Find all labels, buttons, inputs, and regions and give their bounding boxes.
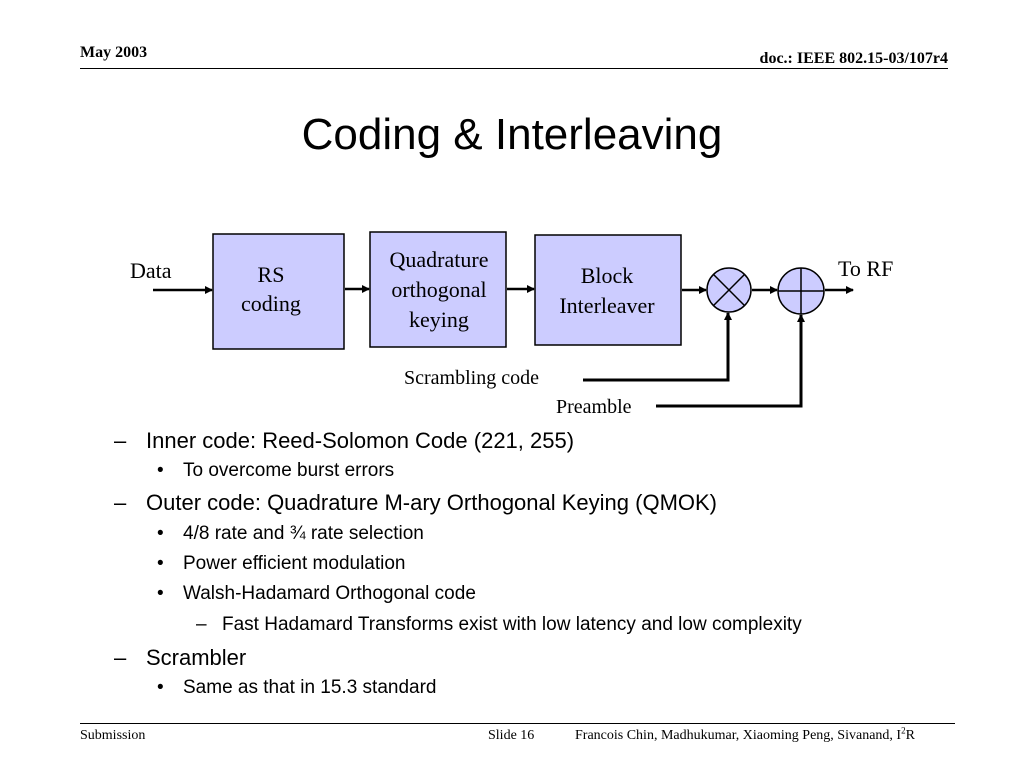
footer-divider (80, 723, 955, 724)
rs-coding-block (212, 233, 345, 350)
bullet-marker: • (157, 523, 164, 544)
list-item: • Walsh-Hadamard Orthogonal code (157, 583, 476, 605)
qok-label-line1: Quadrature (390, 247, 489, 272)
block-interleaver-block (534, 234, 682, 346)
interleaver-label-line2: Interleaver (559, 293, 655, 318)
list-item-text: Same as that in 15.3 standard (183, 677, 437, 698)
header-date: May 2003 (80, 44, 148, 61)
bullet-marker: • (157, 460, 164, 481)
dash-marker: – (114, 428, 127, 453)
footer-submission: Submission (80, 728, 146, 743)
list-item-text: Outer code: Quadrature M-ary Orthogonal … (146, 490, 718, 515)
bullet-marker: • (157, 677, 164, 698)
footer-authors-tail: R (905, 728, 915, 743)
qok-label-line2: orthogonal (391, 277, 486, 302)
dash-marker: – (114, 490, 127, 515)
preamble-line (656, 314, 805, 408)
list-item-text: Inner code: Reed-Solomon Code (221, 255) (146, 428, 575, 453)
data-input-label: Data (130, 258, 172, 283)
bullet-marker: • (157, 553, 164, 574)
qok-label-line3: keying (409, 307, 469, 332)
footer-slide-number: Slide 16 (488, 728, 535, 743)
rs-coding-label-line2: coding (241, 291, 301, 316)
list-item: • To overcome burst errors (157, 460, 394, 482)
list-item-text: Scrambler (146, 645, 247, 670)
dash-marker: – (196, 614, 207, 635)
list-item: – Inner code: Reed-Solomon Code (221, 25… (112, 428, 574, 454)
list-item: • 4/8 rate and ¾ rate selection (157, 523, 424, 545)
list-item: – Fast Hadamard Transforms exist with lo… (196, 614, 802, 636)
list-item: – Scrambler (112, 645, 246, 671)
adder-icon (777, 267, 825, 315)
list-item: • Power efficient modulation (157, 553, 406, 575)
list-item: • Same as that in 15.3 standard (157, 677, 437, 699)
bullet-marker: • (157, 583, 164, 604)
list-item-text: 4/8 rate and ¾ rate selection (183, 523, 424, 544)
header-doc-id: doc.: IEEE 802.15-03/107r4 (759, 50, 948, 67)
slide-title: Coding & Interleaving (301, 110, 723, 159)
footer-authors-sup: 2 (901, 725, 906, 736)
list-item: – Outer code: Quadrature M-ary Orthogona… (112, 490, 717, 516)
footer-authors-text: Francois Chin, Madhukumar, Xiaoming Peng… (575, 728, 902, 743)
list-item-text: Power efficient modulation (183, 553, 406, 574)
qok-block (369, 231, 507, 348)
scrambling-code-label: Scrambling code (404, 367, 539, 389)
rs-coding-label-line1: RS (258, 262, 285, 287)
to-rf-label: To RF (838, 256, 893, 281)
footer-authors: Francois Chin, Madhukumar, Xiaoming Peng… (575, 725, 915, 744)
preamble-label: Preamble (556, 396, 632, 418)
scrambling-code-line (583, 312, 732, 382)
multiplier-icon (706, 267, 752, 313)
dash-marker: – (114, 645, 127, 670)
list-item-text: To overcome burst errors (183, 460, 395, 481)
list-item-text: Walsh-Hadamard Orthogonal code (183, 583, 476, 604)
header-divider (80, 68, 948, 69)
list-item-text: Fast Hadamard Transforms exist with low … (222, 614, 802, 635)
interleaver-label-line1: Block (581, 263, 634, 288)
